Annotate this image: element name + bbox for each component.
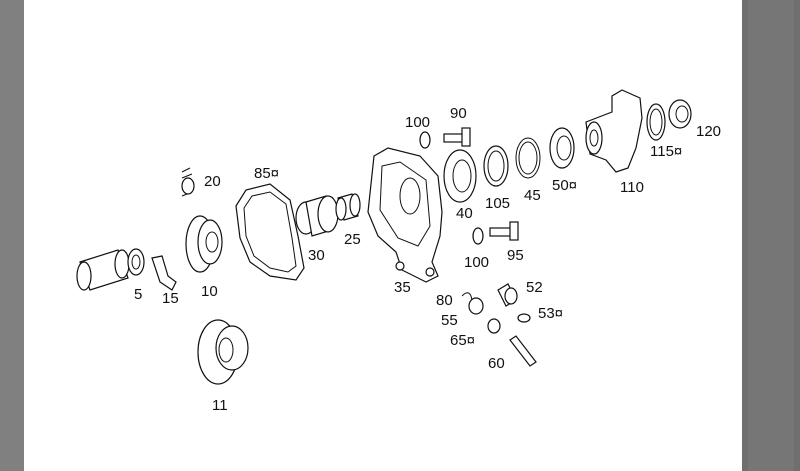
label-55: 55 <box>441 312 458 329</box>
label-30: 30 <box>308 247 325 264</box>
part-30-gear[interactable] <box>295 195 339 237</box>
label-100-upper: 100 <box>405 114 430 131</box>
label-35: 35 <box>394 279 411 296</box>
label-105: 105 <box>485 195 510 212</box>
label-110: 110 <box>620 179 644 196</box>
part-25-bushing[interactable] <box>335 193 361 221</box>
label-40: 40 <box>456 205 473 222</box>
part-55-bush[interactable] <box>468 297 484 315</box>
part-65-sleeve[interactable] <box>487 318 501 334</box>
label-60: 60 <box>488 355 505 372</box>
part-15-lever[interactable] <box>151 255 177 291</box>
label-95: 95 <box>507 247 524 264</box>
part-115-ring[interactable] <box>646 103 666 141</box>
label-85: 85¤ <box>254 165 279 182</box>
part-105-ring[interactable] <box>483 145 509 187</box>
part-53-oring[interactable] <box>517 313 531 323</box>
part-110-flange-yoke[interactable] <box>585 89 643 173</box>
part-52-cap[interactable] <box>497 283 518 307</box>
scrollbar-area[interactable] <box>742 0 800 471</box>
part-100-washer-upper[interactable] <box>419 131 431 149</box>
label-80: 80 <box>436 292 453 309</box>
label-11: 11 <box>212 397 228 414</box>
label-52: 52 <box>526 279 543 296</box>
label-10: 10 <box>201 283 218 300</box>
label-53: 53¤ <box>538 305 563 322</box>
part-11-flange[interactable] <box>197 319 249 385</box>
label-115: 115¤ <box>650 143 682 160</box>
part-35-housing[interactable] <box>367 147 443 283</box>
label-45: 45 <box>524 187 541 204</box>
label-25: 25 <box>344 231 361 248</box>
part-90-bolt[interactable] <box>443 127 471 147</box>
label-90: 90 <box>450 105 467 122</box>
part-100-washer-lower[interactable] <box>472 227 484 245</box>
part-60-shaft[interactable] <box>509 335 537 367</box>
part-85-gasket[interactable] <box>235 183 305 281</box>
part-40-bearing[interactable] <box>443 149 477 203</box>
label-120: 120 <box>696 123 721 140</box>
label-20: 20 <box>204 173 221 190</box>
label-100-lower: 100 <box>464 254 489 271</box>
scrollbar-track[interactable] <box>748 0 794 471</box>
label-50: 50¤ <box>552 177 577 194</box>
part-10-gear-hub[interactable] <box>185 215 223 273</box>
label-15: 15 <box>162 290 179 307</box>
part-5-sleeve[interactable] <box>76 248 145 291</box>
part-80-clip[interactable] <box>461 292 473 301</box>
part-95-bolt[interactable] <box>489 221 519 241</box>
part-120-nut[interactable] <box>668 99 692 129</box>
label-65: 65¤ <box>450 332 475 349</box>
label-5: 5 <box>134 286 142 303</box>
part-45-circlip[interactable] <box>515 137 541 179</box>
part-50-seal[interactable] <box>549 127 575 169</box>
part-20-spring[interactable] <box>181 167 195 197</box>
